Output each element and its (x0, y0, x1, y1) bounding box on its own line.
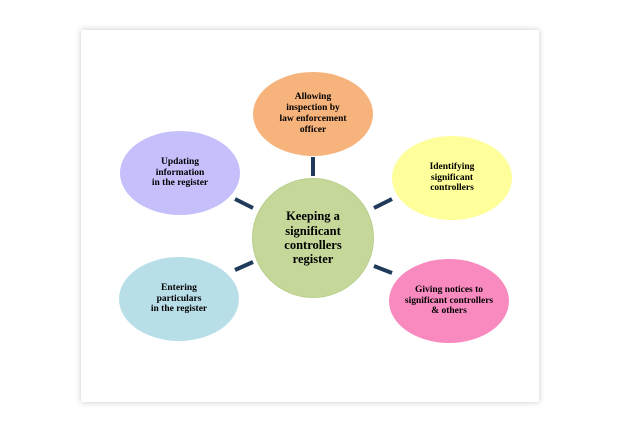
connector-upper-left (234, 197, 254, 210)
node-identifying: Identifying significant controllers (392, 136, 512, 220)
node-allowing-inspection-label: Allowing inspection by law enforcement o… (279, 92, 347, 135)
node-updating: Updating information in the register (120, 131, 240, 215)
node-updating-label: Updating information in the register (151, 156, 209, 189)
node-center: Keeping a significant controllers regist… (252, 178, 374, 298)
node-center-label: Keeping a significant controllers regist… (284, 209, 342, 267)
node-entering-label: Entering particulars in the register (150, 282, 208, 315)
node-entering: Entering particulars in the register (119, 257, 239, 341)
connector-upper-right (373, 197, 393, 210)
node-giving-notices-label: Giving notices to significant controller… (404, 284, 494, 317)
node-allowing-inspection: Allowing inspection by law enforcement o… (253, 72, 373, 156)
node-identifying-label: Identifying significant controllers (429, 161, 475, 194)
connector-lower-left (234, 260, 254, 272)
node-giving-notices: Giving notices to significant controller… (389, 259, 509, 343)
connector-lower-right (373, 264, 393, 275)
